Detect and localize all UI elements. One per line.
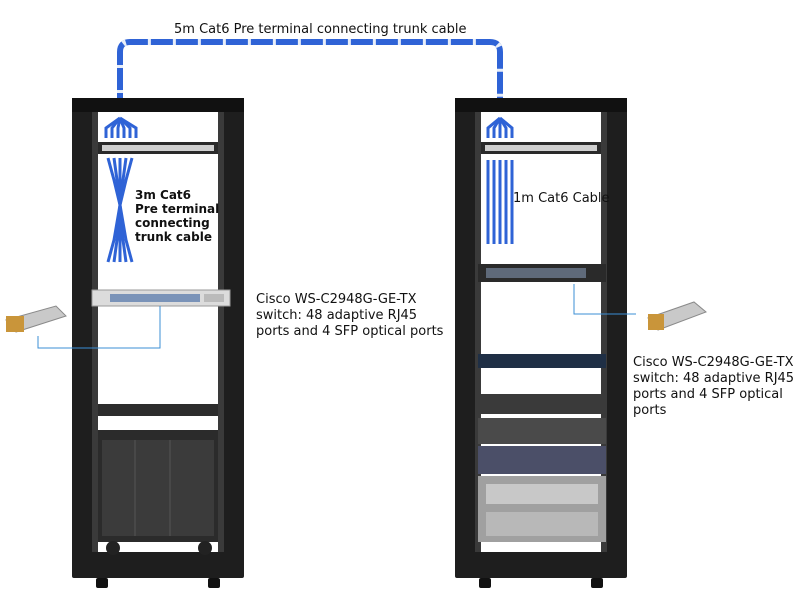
left-trunk-fanout (104, 116, 138, 138)
sfp-module-icon-right (647, 301, 707, 331)
right-patch-panel (481, 142, 601, 154)
right-sfp-leader (573, 284, 636, 315)
sfp-module-icon (5, 305, 67, 333)
left-sfp-leader (37, 306, 161, 349)
left-patch-panel (98, 142, 218, 154)
cable-1m (486, 160, 514, 244)
right-switch (478, 264, 606, 282)
left-tower-server (98, 430, 218, 555)
trunk-3m-label: 3m Cat6 Pre terminal connecting trunk ca… (135, 188, 220, 244)
right-trunk-fanout (486, 116, 514, 138)
cable-1m-label: 1m Cat6 Cable (513, 191, 610, 206)
switch-right-label: Cisco WS-C2948G-GE-TX switch: 48 adaptiv… (633, 355, 795, 418)
switch-left-label: Cisco WS-C2948G-GE-TX switch: 48 adaptiv… (256, 292, 444, 339)
trunk-cable-5m (117, 39, 503, 118)
left-switch (91, 289, 231, 307)
left-1u-device (98, 404, 218, 416)
trunk-5m-label: 5m Cat6 Pre terminal connecting trunk ca… (174, 22, 467, 37)
right-servers (478, 394, 606, 542)
trunk-cable-3m (106, 157, 134, 263)
right-1u-appliance (478, 354, 606, 368)
